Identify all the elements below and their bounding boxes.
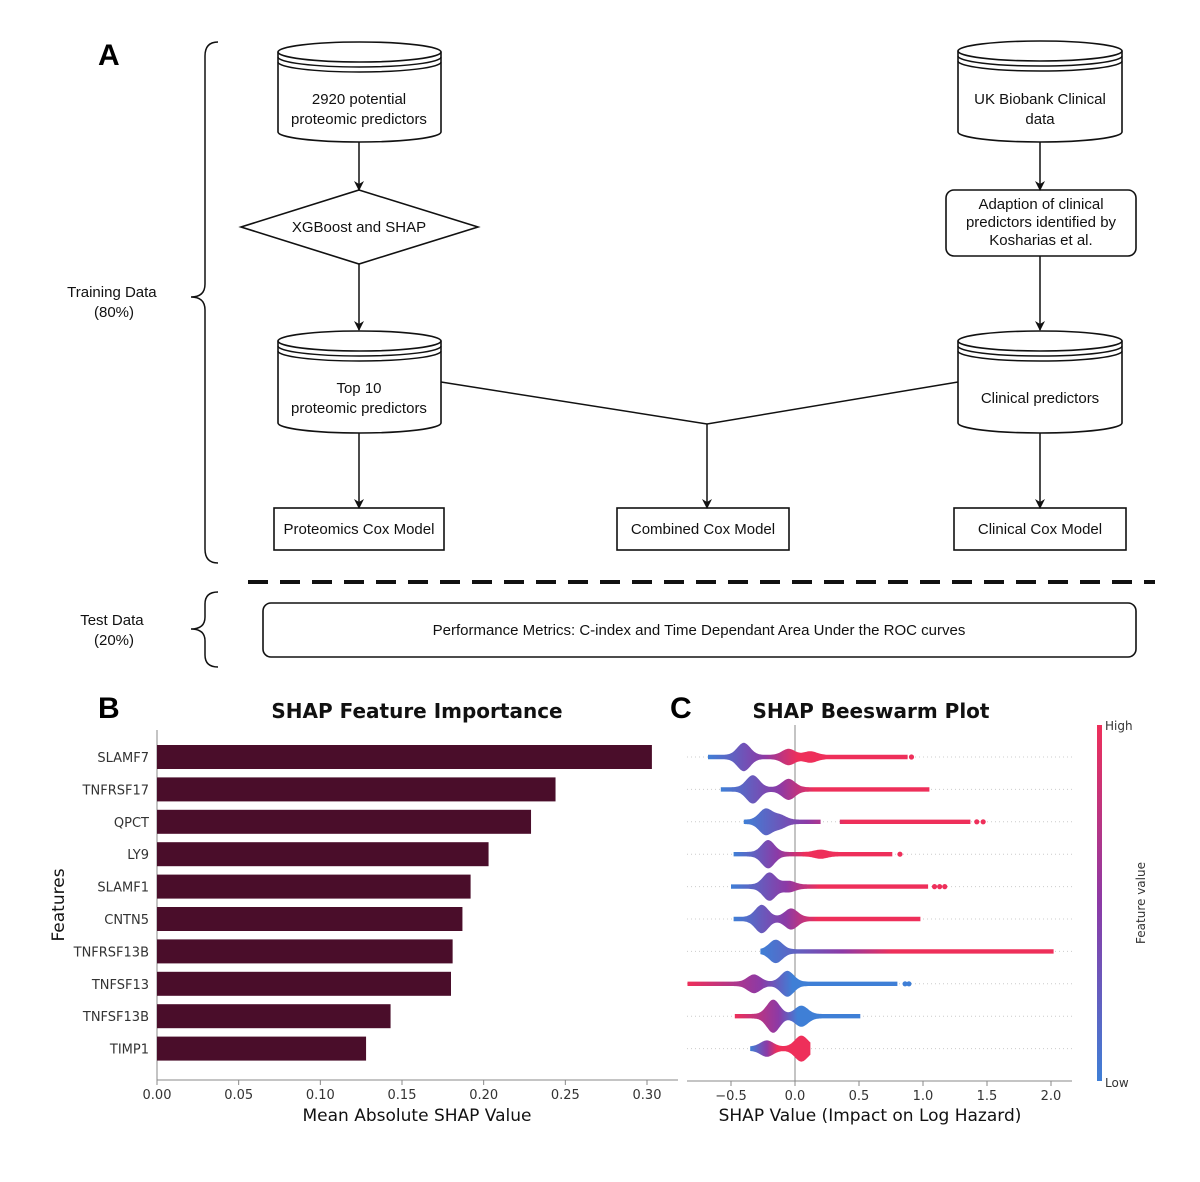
beeswarm-row-tnfsf13b	[734, 999, 861, 1033]
beeswarm-outlier-point	[908, 754, 915, 760]
beeswarm-outlier-point	[937, 884, 943, 890]
chart-b-xtick: 0.05	[224, 1088, 253, 1103]
chart-b-xtick: 0.20	[469, 1088, 498, 1103]
bar-slamf1	[157, 874, 471, 899]
beeswarm-outlier-point	[980, 819, 986, 825]
chart-b-ytick: SLAMF1	[97, 881, 149, 896]
chart-b-xtick: 0.25	[551, 1088, 580, 1103]
svg-text:Clinical predictors: Clinical predictors	[981, 390, 1099, 407]
chart-b-ytick: TIMP1	[109, 1043, 149, 1058]
bar-tnfrsf17	[157, 777, 556, 802]
bar-timp1	[157, 1036, 367, 1061]
clinical-cox-node: Clinical Cox Model	[953, 507, 1127, 551]
beeswarm-row-slamf7	[708, 742, 908, 772]
chart-c-xtick: −0.5	[715, 1089, 747, 1104]
colorbar	[1097, 725, 1102, 1081]
chart-c-xtick: 0.0	[785, 1089, 806, 1104]
chart-b-ytick: TNFRSF13B	[73, 945, 149, 960]
chart-b-xtick: 0.10	[306, 1088, 335, 1103]
test-data-label: Test Data (20%)	[80, 612, 148, 649]
beeswarm-outlier-point	[931, 884, 938, 890]
chart-b-xtick: 0.30	[633, 1088, 662, 1103]
beeswarm-row-tnfsf13	[687, 970, 898, 997]
colorbar-high-label: High	[1105, 719, 1133, 733]
svg-text:XGBoost and SHAP: XGBoost and SHAP	[292, 219, 426, 236]
chart-b-title: SHAP Feature Importance	[271, 699, 562, 723]
panel-b-bar-chart: B SHAP Feature Importance Mean Absolute …	[49, 692, 678, 1126]
performance-metrics-node: Performance Metrics: C-index and Time De…	[262, 602, 1137, 658]
training-data-label: Training Data (80%)	[67, 284, 161, 321]
beeswarm-row-cntn5	[733, 904, 921, 934]
chart-b-ytick: CNTN5	[104, 913, 149, 928]
bar-slamf7	[157, 745, 652, 769]
beeswarm-row-slamf1	[731, 872, 929, 901]
chart-b-xlabel: Mean Absolute SHAP Value	[303, 1106, 532, 1126]
bar-tnfrsf13b	[157, 939, 453, 964]
svg-text:Proteomics Cox Model: Proteomics Cox Model	[284, 521, 435, 538]
beeswarm-row-timp1	[750, 1035, 811, 1062]
chart-c-xtick: 2.0	[1041, 1089, 1062, 1104]
chart-b-ytick: LY9	[127, 848, 149, 863]
colorbar-label: Feature value	[1134, 862, 1148, 944]
training-brace	[190, 41, 219, 564]
panel-a-diagram: A Training Data (80%) Test Data (20%) 29…	[67, 39, 1155, 668]
colorbar-low-label: Low	[1105, 1076, 1129, 1090]
combined-cox-node: Combined Cox Model	[616, 507, 790, 551]
chart-b-xtick: 0.15	[388, 1088, 417, 1103]
beeswarm-outlier-point	[897, 851, 903, 857]
chart-b-ylabel: Features	[49, 868, 69, 941]
test-brace	[190, 591, 219, 668]
chart-b-ytick: QPCT	[114, 816, 149, 831]
chart-b-ytick: SLAMF7	[97, 751, 149, 766]
chart-c-xtick: 1.5	[977, 1089, 998, 1104]
panel-c-beeswarm: C SHAP Beeswarm Plot SHAP Value (Impact …	[670, 692, 1148, 1126]
beeswarm-outlier-point	[906, 981, 912, 987]
panel-label-b: B	[98, 692, 120, 725]
bar-cntn5	[157, 907, 463, 931]
bar-tnfsf13	[157, 971, 451, 996]
panel-label-a: A	[98, 39, 120, 72]
chart-b-ytick: TNFSF13B	[82, 1010, 149, 1025]
chart-c-xlabel: SHAP Value (Impact on Log Hazard)	[719, 1106, 1022, 1126]
beeswarm-outlier-point	[942, 884, 948, 890]
chart-c-xtick: 1.0	[913, 1089, 934, 1104]
bar-qpct	[157, 809, 532, 834]
chart-b-ytick: TNFRSF17	[82, 783, 149, 798]
beeswarm-outlier-point	[974, 819, 980, 825]
chart-c-title: SHAP Beeswarm Plot	[753, 699, 990, 723]
beeswarm-row-ly9	[733, 840, 893, 869]
beeswarm-outlier-point	[902, 981, 908, 987]
proteomics-cox-node: Proteomics Cox Model	[273, 507, 445, 551]
panel-label-c: C	[670, 692, 692, 725]
chart-b-xtick: 0.00	[143, 1088, 172, 1103]
bar-tnfsf13b	[157, 1004, 391, 1029]
diagram-arrows	[354, 142, 1045, 509]
svg-text:Performance Metrics: C-index a: Performance Metrics: C-index and Time De…	[433, 622, 966, 639]
bar-ly9	[157, 842, 489, 867]
chart-b-ytick: TNFSF13	[91, 978, 149, 993]
beeswarm-row-qpct	[743, 808, 821, 836]
svg-text:Clinical Cox Model: Clinical Cox Model	[978, 521, 1102, 538]
xgboost-shap-node: XGBoost and SHAP	[238, 189, 481, 265]
clinical-predictors-node: Clinical predictors	[957, 330, 1123, 434]
svg-text:Combined Cox Model: Combined Cox Model	[631, 521, 775, 538]
beeswarm-row-qpct	[839, 819, 971, 824]
beeswarm-row-tnfrsf13b	[760, 939, 1054, 964]
beeswarm-row-tnfrsf17	[720, 775, 930, 804]
chart-c-xtick: 0.5	[849, 1089, 870, 1104]
